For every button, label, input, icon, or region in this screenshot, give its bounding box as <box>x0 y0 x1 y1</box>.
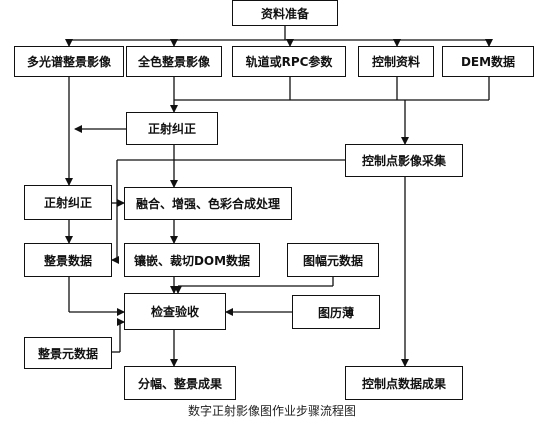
figure-caption: 数字正射影像图作业步骤流程图 <box>187 404 356 418</box>
node-map-history: 图历薄 <box>292 295 380 329</box>
node-ortho-correction-main: 正射纠正 <box>126 112 218 145</box>
node-gcp-collection: 控制点影像采集 <box>345 144 463 177</box>
node-data-preparation: 资料准备 <box>232 0 338 26</box>
node-gcp-output: 控制点数据成果 <box>345 366 463 400</box>
node-mosaic-dom: 镶嵌、裁切DOM数据 <box>124 243 260 277</box>
node-ortho-correction-ms: 正射纠正 <box>24 185 112 220</box>
node-inspection: 检查验收 <box>124 293 226 330</box>
node-orbit-rpc-params: 轨道或RPC参数 <box>232 46 346 77</box>
node-fusion-processing: 融合、增强、色彩合成处理 <box>124 187 292 220</box>
node-multispectral-image: 多光谱整景影像 <box>14 46 124 77</box>
node-scene-metadata: 整景元数据 <box>24 337 112 369</box>
node-sheet-scene-output: 分幅、整景成果 <box>124 366 236 400</box>
node-panchromatic-image: 全色整景影像 <box>126 46 222 77</box>
node-scene-data: 整景数据 <box>24 243 112 277</box>
node-control-data: 控制资料 <box>358 46 434 77</box>
node-dem-data: DEM数据 <box>442 46 534 77</box>
node-sheet-metadata: 图幅元数据 <box>287 243 379 277</box>
